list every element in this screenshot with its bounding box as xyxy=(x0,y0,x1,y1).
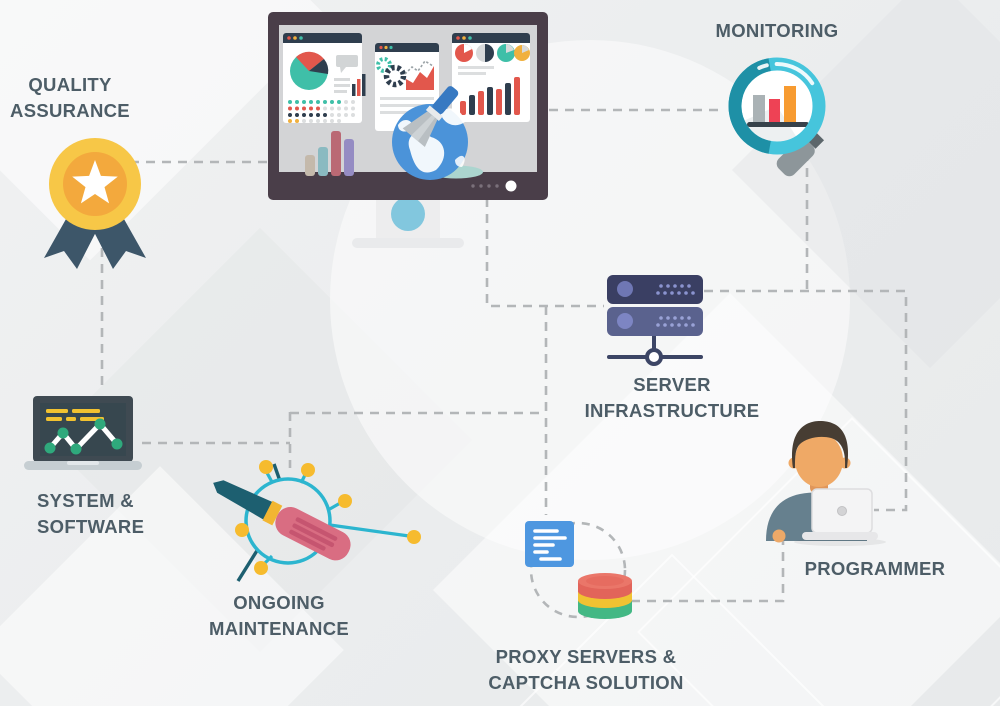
label-line: INFRASTRUCTURE xyxy=(584,400,760,422)
dashboard-monitor-icon xyxy=(268,12,548,248)
monitor-stand-dot xyxy=(391,197,425,231)
server-unit-bottom xyxy=(607,307,703,336)
label-line: ASSURANCE xyxy=(10,100,130,122)
browser-window-bar-chart xyxy=(452,33,530,122)
screwdriver-blade xyxy=(213,480,275,521)
programmer-hand xyxy=(772,529,786,543)
brush-icon xyxy=(402,86,459,148)
label-line: SERVER xyxy=(633,374,711,395)
maintenance-ring xyxy=(244,477,332,565)
label-line: SOFTWARE xyxy=(37,516,145,538)
screwdriver-gear-icon xyxy=(213,460,421,582)
label-ongoing-maintenance: ONGOING MAINTENANCE xyxy=(182,590,376,643)
programmer-laptop-base xyxy=(802,532,878,540)
server-rack-icon xyxy=(607,275,703,366)
globe-icon xyxy=(392,86,483,180)
connector-monitor-server xyxy=(485,198,604,308)
laptop-base xyxy=(24,461,142,470)
label-line: CAPTCHA SOLUTION xyxy=(488,672,684,694)
programmer-face xyxy=(795,433,843,487)
spoke-tips xyxy=(235,460,421,575)
gear-small xyxy=(376,57,392,73)
gear-large xyxy=(383,64,407,88)
document-lines xyxy=(533,529,567,561)
mini-pies xyxy=(455,44,530,62)
label-server-infrastructure: SERVER INFRASTRUCTURE xyxy=(566,372,778,425)
screwdriver xyxy=(213,480,351,561)
medal-star xyxy=(72,160,118,204)
connector-proxy-loop xyxy=(529,521,627,619)
server-unit-top xyxy=(607,275,703,304)
monitor-base xyxy=(352,238,464,248)
label-line: MAINTENANCE xyxy=(209,618,349,640)
connector-programmer-database xyxy=(632,536,785,603)
connector-server-programmer xyxy=(704,289,908,512)
browser-window-pie-chart xyxy=(283,33,366,123)
document-database-icon xyxy=(525,521,632,619)
speech-bubble xyxy=(336,55,358,67)
label-line: ONGOING xyxy=(233,592,325,613)
dot-grid xyxy=(288,100,355,123)
label-line: PROGRAMMER xyxy=(804,558,946,579)
server-network-node xyxy=(607,336,703,366)
label-line: QUALITY xyxy=(28,74,112,95)
bar-chart xyxy=(460,77,520,115)
label-system-software: SYSTEM & SOFTWARE xyxy=(37,488,177,541)
area-chart xyxy=(406,66,434,90)
label-line: MONITORING xyxy=(715,20,839,41)
connector-lines xyxy=(100,108,908,619)
label-proxy-captcha: PROXY SERVERS & CAPTCHA SOLUTION xyxy=(476,644,696,697)
label-line: PROXY SERVERS & xyxy=(495,646,677,667)
label-quality-assurance: QUALITY ASSURANCE xyxy=(0,72,140,125)
label-line: SYSTEM & xyxy=(37,490,134,511)
monitor-bottom-bar xyxy=(471,180,517,192)
laptop-line-chart-icon xyxy=(24,396,142,470)
label-monitoring: MONITORING xyxy=(698,18,856,44)
magnifier-bar-chart-icon xyxy=(728,57,826,177)
programmer-hair xyxy=(792,421,849,468)
person-laptop-icon xyxy=(766,421,886,546)
desktop-bar-chart xyxy=(305,131,354,176)
lens-bar-chart xyxy=(747,86,809,127)
medal-star-icon xyxy=(44,138,146,269)
monitor-power-dot xyxy=(505,180,517,192)
magnifier-handle xyxy=(776,138,815,177)
label-programmer: PROGRAMMER xyxy=(795,556,955,582)
database-cylinder xyxy=(578,573,632,619)
